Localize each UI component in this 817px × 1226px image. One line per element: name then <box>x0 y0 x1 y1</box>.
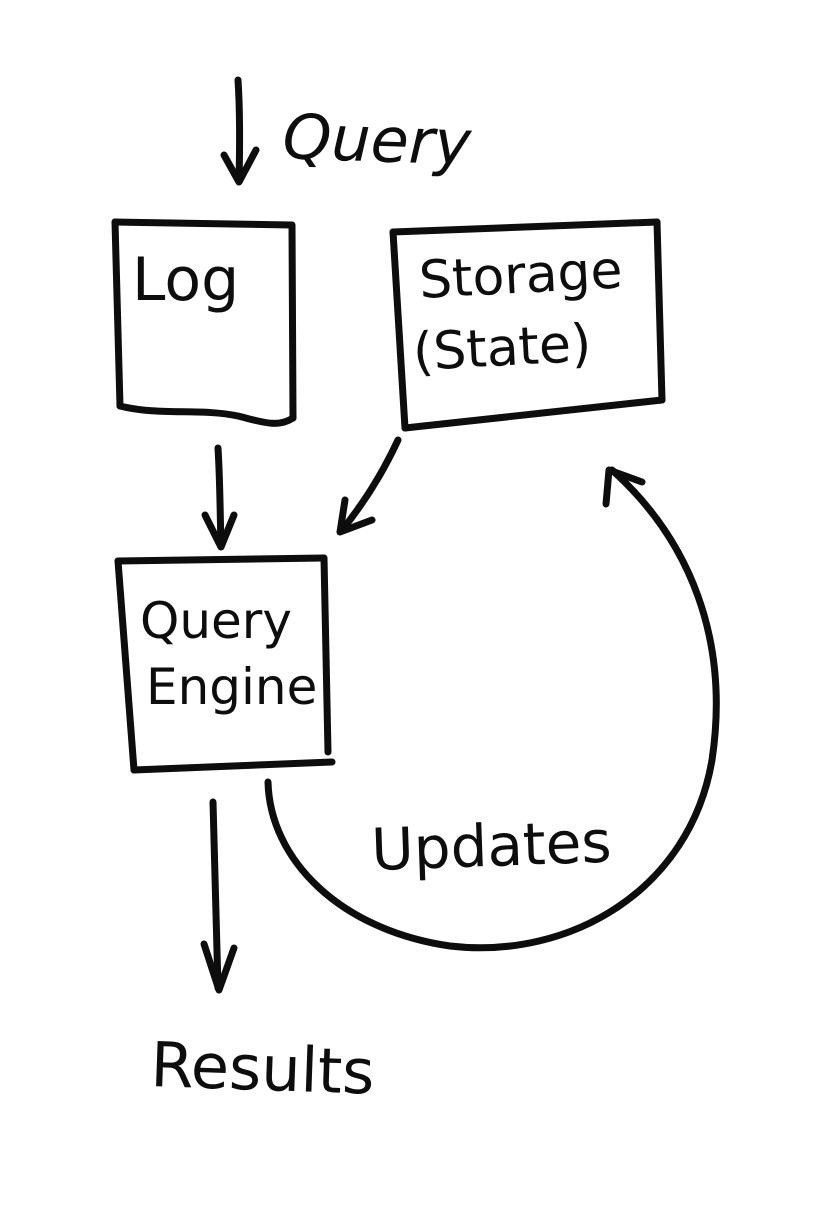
storage-box <box>389 218 666 432</box>
log-label: Log <box>132 245 239 315</box>
results-label: Results <box>149 1028 375 1109</box>
storage-to-engine-arrow <box>336 436 402 536</box>
results-arrow <box>200 798 238 994</box>
query-input-label: Query <box>281 100 473 180</box>
log-to-engine-arrow <box>201 444 238 551</box>
storage-label-line2: (State) <box>412 314 593 383</box>
updates-loop-arrow <box>264 466 720 952</box>
updates-label: Updates <box>370 808 613 884</box>
storage-label-line1: Storage <box>418 240 624 311</box>
engine-label-line1: Query <box>140 592 292 650</box>
query-input-arrow <box>220 76 260 186</box>
query-engine-box <box>114 554 336 774</box>
engine-label-line2: Engine <box>146 658 317 716</box>
log-box <box>111 218 297 427</box>
